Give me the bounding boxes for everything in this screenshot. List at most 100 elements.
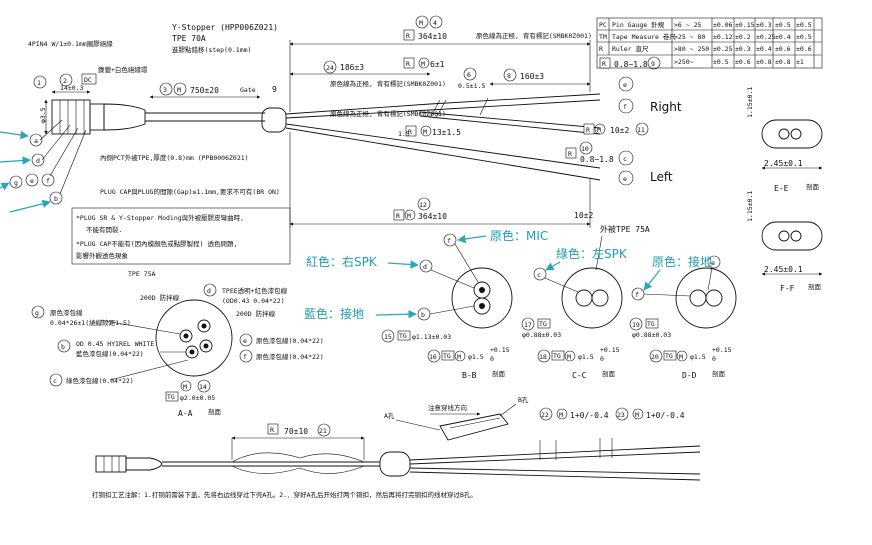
note-plug-cap: *PLUG CAP不能有(因內模顏色或點膠製程) 透色問題, xyxy=(76,239,237,248)
letter-a: a xyxy=(34,137,38,145)
tol-bb-dn: 0 xyxy=(490,355,494,363)
letter-e-aa: e xyxy=(243,337,247,345)
letter-f-aa: f xyxy=(243,353,247,361)
callout-14: 14 xyxy=(199,383,207,391)
aa-c-note: 綠色漆包線(0.04*22) xyxy=(66,376,134,385)
badge-m-6: M xyxy=(421,60,425,68)
cc-title: C-C xyxy=(572,371,587,380)
table-r0-c2: >6 ~ 25 xyxy=(674,21,701,29)
letter-g-aa: g xyxy=(35,309,39,317)
dim-13: 13±1.5 xyxy=(432,128,461,137)
plug-marking: 鎳鍍+白色絕緣環 xyxy=(98,65,148,74)
badge-m-364b: M xyxy=(407,212,411,220)
bottom-assembly-view: R 70±10 21 A孔 B孔 注意穿线方向 22 M 1+0/-0 xyxy=(92,396,701,499)
badge-m-18: M xyxy=(567,353,571,361)
tol-cc-dn: 0 xyxy=(600,355,604,363)
table-r1-c6: ±0.4 xyxy=(775,33,791,41)
outer-tpe: 外被TPE 75A xyxy=(600,224,650,234)
badge-m-3: M xyxy=(177,86,181,94)
cc-sub: 剖面 xyxy=(602,369,616,378)
table-r0-c6: ±0.5 xyxy=(775,21,791,29)
section-cc: c 外被TPE 75A 17 TG φ0.88±0.03 18 TG M φ1.… xyxy=(521,224,650,380)
table-r0-c7: ±0.5 xyxy=(796,21,812,29)
table-r0-c3: ±0.06 xyxy=(713,21,733,29)
callout-2: 2 xyxy=(63,77,67,85)
tol-bb-up: +0.15 xyxy=(490,346,510,354)
letter-e-right: e xyxy=(623,81,627,89)
dim-364-bottom: 364±10 xyxy=(418,212,447,221)
annot-blue-ground: 藍色：接地 xyxy=(304,306,364,321)
callout-19: 19 xyxy=(632,321,640,329)
aa-tpe: TPE 75A xyxy=(128,270,155,278)
right-label: Right xyxy=(650,100,682,114)
badge-r-364b: R xyxy=(396,212,400,220)
dia088-dd: φ0.88±0.03 xyxy=(632,331,671,339)
table-r2-c3: ±0.25 xyxy=(713,45,733,53)
callout-22: 22 xyxy=(541,411,549,419)
plug-dia: φ3.5 xyxy=(39,107,47,123)
bb-sub: 剖面 xyxy=(492,369,506,378)
aa-2000d-a: 200D 防拌線 xyxy=(140,293,180,302)
callout-23: 23 xyxy=(617,411,625,419)
badge-tg-19: TG xyxy=(647,320,655,328)
dim-750: 750±20 xyxy=(190,86,219,95)
tol-dd-up: +0.15 xyxy=(712,346,732,354)
callout-18: 18 xyxy=(539,353,547,361)
tol-cc-up: +0.15 xyxy=(600,346,620,354)
table-r3-c6: ±0.8 xyxy=(775,58,791,66)
letter-e: e xyxy=(30,177,34,185)
section-ff: 1.15±0.1 2.45±0.1 F-F 剖面 xyxy=(746,191,823,293)
note-plug-sr: *PLUG SR & Y-Stopper Moding與外被壓膠皮彎曲時, xyxy=(76,213,244,222)
table-r3-c3: ±0.5 xyxy=(713,58,729,66)
badge-m-10: M xyxy=(597,126,601,134)
badge-tg-20: TG xyxy=(665,352,673,360)
letter-g: g xyxy=(14,179,18,187)
callout-6: 6 xyxy=(467,71,471,79)
letter-c-aa: c xyxy=(53,377,57,385)
letter-b-bb: b xyxy=(421,311,425,319)
mid-note-2: 原色線為正極, 背有標記(SMBK0Z001) xyxy=(330,109,446,118)
letter-c-cc: c xyxy=(537,271,541,279)
badge-m-23: M xyxy=(635,411,639,419)
dim-05: 0.5±1.5 xyxy=(458,82,485,90)
dim-115-ee: 1.15±0.1 xyxy=(746,87,754,118)
callout-12: 12 xyxy=(419,201,427,209)
badge-dc: DC xyxy=(84,76,92,84)
color-annotations: 原色：MIC 紅色：右SPK 綠色：左SPK 原色：接地 藍色：接地 xyxy=(304,229,712,321)
dim-08-mid: 0.8~1.8 xyxy=(580,155,614,164)
dim-160: 160±3 xyxy=(520,72,544,81)
bb-title: B-B xyxy=(462,371,477,380)
table-r2-c2: >80 ~ 250 xyxy=(674,45,709,53)
annot-red-spk: 紅色：右SPK xyxy=(306,254,378,269)
callout-16: 16 xyxy=(429,353,437,361)
callout-1: 1 xyxy=(37,79,41,87)
badge-m-16: M xyxy=(457,353,461,361)
callout-10: 10 xyxy=(581,145,589,153)
hole-b: B孔 xyxy=(518,396,529,404)
dim-1-23: 1+0/-0.4 xyxy=(646,411,685,420)
note-no-transp: 影響外觀透色現象 xyxy=(76,251,129,260)
table-r0-c1: Pin Gauge 針規 xyxy=(612,20,665,29)
table-r2-c0: R xyxy=(599,45,603,53)
aa-g-note2: 0.04*26±1(繞線絞距1.5) xyxy=(50,318,131,327)
stopper-material: TPE 70A xyxy=(172,34,206,43)
aa-sub: 剖面 xyxy=(208,407,222,416)
dim-364-top: 364±10 xyxy=(418,32,447,41)
dim-10-bottom: 10±2 xyxy=(574,211,593,220)
table-r3-c7: ±1 xyxy=(796,58,804,66)
dim-1-22: 1+0/-0.4 xyxy=(570,411,609,420)
table-r2-c1: Ruler 直尺 xyxy=(612,44,649,53)
letter-e-dd: e xyxy=(711,259,715,267)
dd-sub: 剖面 xyxy=(712,369,726,378)
section-aa: TPE 75A d TPEE透明+紅色漆包線 (OD0.43 0.04*22) … xyxy=(31,270,324,418)
badge-r-08: R xyxy=(602,60,606,68)
section-bb: f d b 15 TG φ1.13±0.03 16 TG M φ1.5 +0.1… xyxy=(381,233,513,380)
badge-r-08b: R xyxy=(568,150,572,158)
badge-tg-14: TG xyxy=(167,393,175,401)
plug-length: 14±0.3 xyxy=(60,84,84,92)
note-direction: 注意穿线方向 xyxy=(428,403,467,412)
dim-115-ff: 1.15±0.1 xyxy=(746,191,754,222)
callout-24: 24 xyxy=(326,64,334,72)
table-r1-c4: ±0.2 xyxy=(735,33,751,41)
callout-11: 11 xyxy=(637,126,645,134)
